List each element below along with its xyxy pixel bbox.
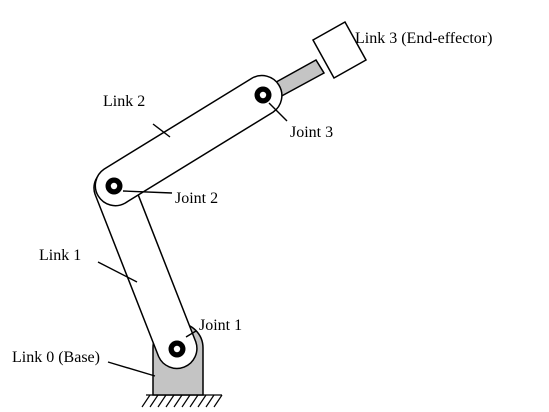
joint-1-pin [168, 340, 186, 358]
end-effector-block [311, 20, 368, 80]
label-link-2: Link 2 [103, 93, 145, 110]
joint-2-pin [105, 177, 123, 195]
ground-hatching [141, 394, 223, 408]
label-joint-3: Joint 3 [290, 124, 333, 141]
label-link-1: Link 1 [39, 247, 81, 264]
label-link-3: Link 3 (End-effector) [355, 30, 492, 47]
link-2-body [94, 74, 283, 207]
leader-lines [97, 102, 288, 377]
label-joint-2: Joint 2 [175, 190, 218, 207]
label-link-0: Link 0 (Base) [12, 349, 100, 366]
label-joint-1: Joint 1 [199, 317, 242, 334]
joint-3-pin [254, 86, 272, 104]
